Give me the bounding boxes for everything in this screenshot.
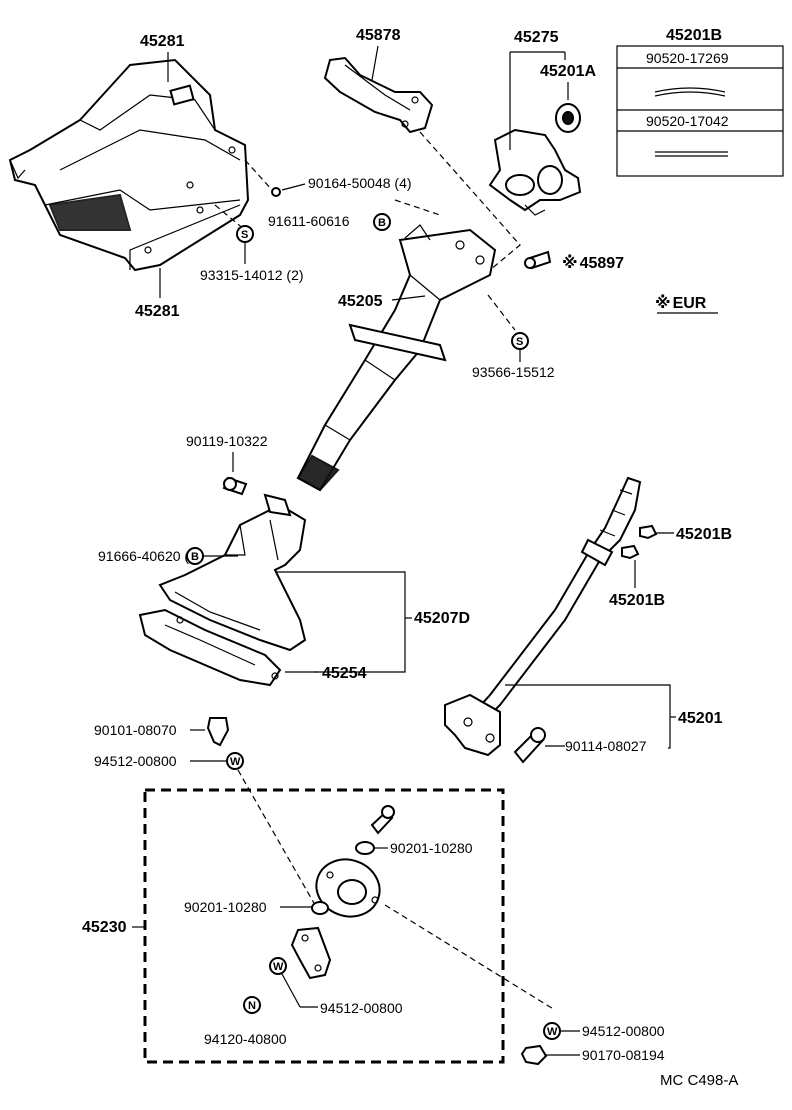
nut-90170 xyxy=(520,1044,548,1066)
label-45230: 45230 xyxy=(82,919,127,936)
label-94512-c: 94512-00800 xyxy=(582,1023,665,1039)
svg-text:W: W xyxy=(547,1026,558,1038)
svg-text:W: W xyxy=(273,961,284,973)
yoke-joint xyxy=(290,926,332,980)
column-tube-45205 xyxy=(296,224,497,492)
label-45201B-b: 45201B xyxy=(609,592,665,609)
label-45201B-box: 45201B xyxy=(666,27,722,44)
diagram-reference-code: MC C498-A xyxy=(660,1072,738,1089)
label-45201: 45201 xyxy=(678,710,723,727)
label-94120: 94120-40800 xyxy=(204,1031,287,1047)
bolt-90164 xyxy=(271,187,281,197)
bolt-90101 xyxy=(206,717,230,747)
bolt-90114 xyxy=(513,727,546,764)
bolt-45897 xyxy=(524,250,552,270)
assembly-box-45230 xyxy=(143,788,505,1064)
bolt-90119 xyxy=(222,476,248,496)
label-45878: 45878 xyxy=(356,27,401,44)
bracket-45878 xyxy=(323,56,434,134)
label-90201-b: 90201-10280 xyxy=(184,899,267,915)
label-93315: 93315-14012 (2) xyxy=(200,267,304,283)
label-45281-bottom: 45281 xyxy=(135,303,180,320)
steering-shaft-45201 xyxy=(444,476,642,757)
label-45254: 45254 xyxy=(322,665,367,682)
label-45207D: 45207D xyxy=(414,610,470,627)
lock-ring-45201A xyxy=(555,103,581,133)
label-90520-17042: 90520-17042 xyxy=(646,113,729,129)
label-45281-top: 45281 xyxy=(140,33,185,50)
symbol-w-94512-b xyxy=(269,957,287,975)
label-94512-b: 94512-00800 xyxy=(320,1000,403,1016)
label-eur: ※EUR xyxy=(655,294,707,312)
label-90114: 90114-08027 xyxy=(565,738,647,754)
label-45201A: 45201A xyxy=(540,63,596,80)
label-90520-17269: 90520-17269 xyxy=(646,50,729,66)
svg-text:N: N xyxy=(248,1000,256,1012)
clip-45201B-a xyxy=(639,524,658,540)
svg-text:S: S xyxy=(241,229,248,241)
label-90164: 90164-50048 (4) xyxy=(308,175,412,191)
symbol-w-94512-a xyxy=(226,752,244,770)
clip-45201B-b xyxy=(621,544,640,560)
svg-text:S: S xyxy=(516,336,523,348)
label-91611: 91611-60616 xyxy=(268,213,350,229)
column-bracket-45207D xyxy=(138,493,307,687)
steering-lock-45275 xyxy=(488,128,582,216)
symbol-n-94120 xyxy=(243,996,261,1014)
label-45275: 45275 xyxy=(514,29,559,46)
svg-text:B: B xyxy=(191,551,199,563)
svg-text:B: B xyxy=(378,217,386,229)
label-45201B-a: 45201B xyxy=(676,526,732,543)
symbol-b-91611 xyxy=(373,213,391,231)
label-90170: 90170-08194 xyxy=(582,1047,665,1063)
label-90119: 90119-10322 xyxy=(186,433,268,449)
parts-box-45201B: 45201B 90520-17269 90520-17042 xyxy=(616,27,784,177)
nut-90201-a xyxy=(355,841,375,855)
nut-90201-b xyxy=(311,901,329,915)
label-45897: ※45897 xyxy=(562,254,624,272)
label-90201-a: 90201-10280 xyxy=(390,840,473,856)
flexible-coupling-disk xyxy=(315,858,381,918)
label-94512-a: 94512-00800 xyxy=(94,753,177,769)
label-93566: 93566-15512 xyxy=(472,364,555,380)
label-90101: 90101-08070 xyxy=(94,722,177,738)
label-45205: 45205 xyxy=(338,293,383,310)
bolt-90201-stud xyxy=(370,805,395,835)
svg-text:W: W xyxy=(230,756,241,768)
label-91666: 91666-40620 (6) xyxy=(98,548,202,564)
column-cover-45281 xyxy=(8,58,250,272)
